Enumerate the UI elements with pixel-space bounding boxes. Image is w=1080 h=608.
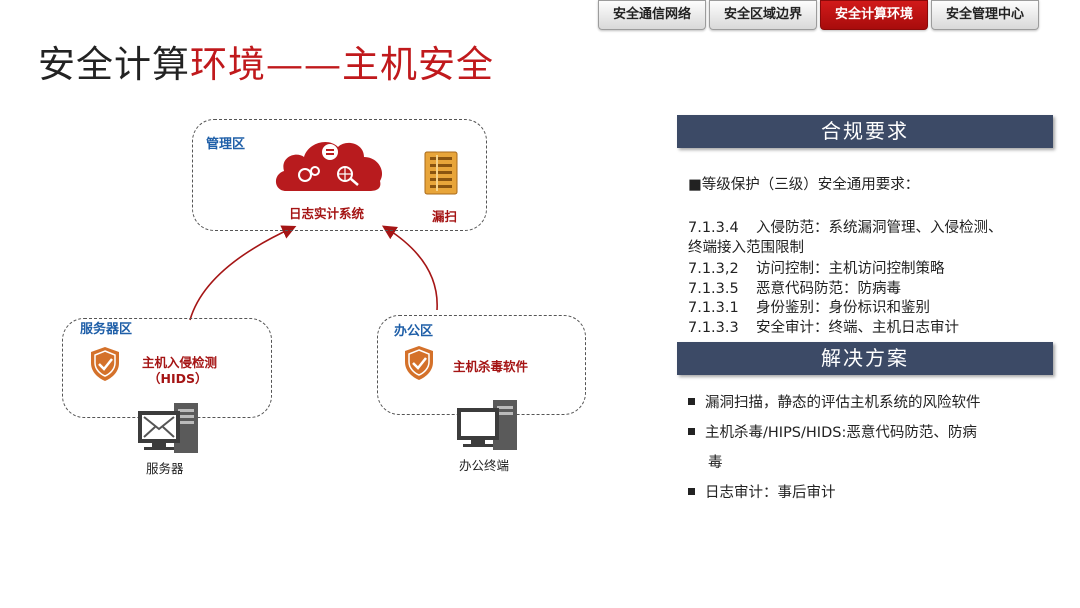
tab-area-boundary[interactable]: 安全区域边界 [709, 0, 818, 30]
server-zone-label: 服务器区 [80, 322, 133, 337]
cloud-icon [275, 142, 383, 191]
office-zone-label: 办公区 [394, 324, 434, 339]
desktop-icon [457, 400, 517, 450]
arrow-server-to-log [189, 225, 297, 321]
shield-icon [405, 346, 433, 380]
tab-secure-network[interactable]: 安全通信网络 [598, 0, 707, 30]
hids-label-line1: 主机入侵检测 [142, 355, 218, 370]
compliance-item: 7.1.3,2 访问控制：主机访问控制策略 [688, 257, 945, 278]
compliance-intro: ■等级保护（三级）安全通用要求： [688, 177, 920, 193]
solution-item: 主机杀毒/HIPS/HIDS:恶意代码防范、防病 [688, 421, 977, 442]
compliance-item: 7.1.3.4 入侵防范：系统漏洞管理、入侵检测、 [688, 216, 1003, 237]
scanner-label: 漏扫 [432, 209, 458, 224]
server-icon [138, 403, 198, 453]
compliance-code: 7.1.3.5 [688, 281, 739, 297]
management-zone [192, 119, 487, 231]
compliance-code: 7.1.3,2 [688, 261, 739, 277]
page-title: 安全计算环境——主机安全 [38, 34, 494, 88]
compliance-text: 访问控制：主机访问控制策略 [756, 261, 945, 277]
compliance-item: 7.1.3.3 安全审计：终端、主机日志审计 [688, 316, 959, 337]
scanner-icon [424, 151, 458, 195]
bullet-icon [688, 397, 695, 405]
compliance-text: 恶意代码防范：防病毒 [756, 281, 901, 297]
compliance-heading: 合规要求 [677, 115, 1053, 148]
section-tabs: 安全通信网络 安全区域边界 安全计算环境 安全管理中心 [598, 0, 1040, 30]
tab-computing-env[interactable]: 安全计算环境 [820, 0, 929, 30]
solution-item-wrap: 毒 [708, 451, 723, 472]
hids-label-line2: （HIDS） [148, 371, 208, 386]
flow-arrows [189, 225, 438, 321]
solution-item: 日志审计：事后审计 [688, 481, 836, 502]
server-label: 服务器 [146, 461, 184, 476]
compliance-code: 7.1.3.1 [688, 300, 739, 316]
solution-text: 日志审计：事后审计 [705, 485, 836, 501]
title-part-2: 环境——主机安全 [190, 43, 494, 86]
bullet-icon [688, 427, 695, 435]
compliance-code: 7.1.3.4 [688, 220, 739, 236]
office-terminal-label: 办公终端 [459, 458, 510, 473]
bullet-icon [688, 487, 695, 495]
solution-heading: 解决方案 [677, 342, 1053, 375]
title-part-1: 安全计算 [38, 43, 190, 86]
solution-text: 主机杀毒/HIPS/HIDS:恶意代码防范、防病 [705, 425, 977, 441]
antivirus-label: 主机杀毒软件 [453, 359, 529, 374]
compliance-item: 7.1.3.1 身份鉴别：身份标识和鉴别 [688, 296, 930, 317]
compliance-text: 身份鉴别：身份标识和鉴别 [756, 300, 930, 316]
compliance-item: 7.1.3.5 恶意代码防范：防病毒 [688, 277, 901, 298]
log-system-label: 日志实计系统 [289, 206, 365, 221]
compliance-text: 入侵防范：系统漏洞管理、入侵检测、 [756, 220, 1003, 236]
shield-icon [91, 347, 119, 381]
compliance-text: 终端接入范围限制 [688, 240, 804, 256]
solution-text: 毒 [708, 455, 723, 471]
compliance-text: 安全审计：终端、主机日志审计 [756, 320, 959, 336]
solution-text: 漏洞扫描，静态的评估主机系统的风险软件 [705, 395, 981, 411]
management-zone-label: 管理区 [206, 137, 246, 152]
compliance-code: 7.1.3.3 [688, 320, 739, 336]
arrow-office-to-log [381, 225, 438, 311]
compliance-item: 终端接入范围限制 [688, 236, 804, 257]
solution-item: 漏洞扫描，静态的评估主机系统的风险软件 [688, 391, 981, 412]
tab-management-center[interactable]: 安全管理中心 [931, 0, 1040, 30]
